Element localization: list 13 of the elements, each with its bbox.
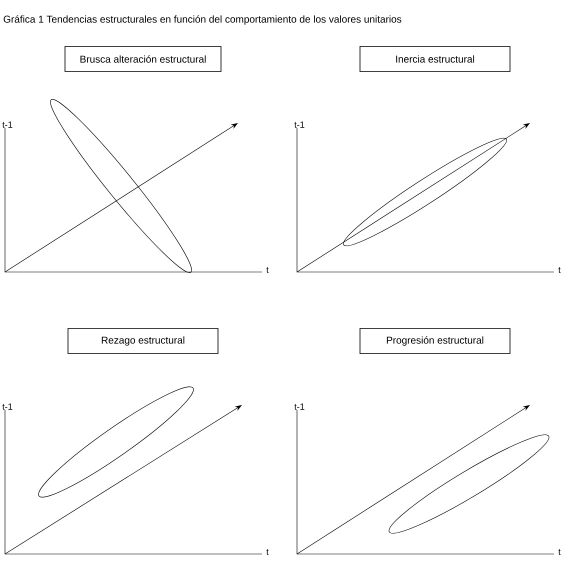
- axis-label: t-1: [2, 404, 12, 410]
- axis-label: t: [558, 549, 561, 555]
- axis-label: t-1: [294, 122, 304, 128]
- title-box: Brusca alteración estructural: [64, 46, 222, 72]
- title: Gráfica 1 Tendencias estructurales en función del comportamiento de los valores unitarios: [4, 15, 402, 25]
- axis-label: t-1: [2, 122, 12, 128]
- axis-label: t: [266, 549, 269, 555]
- axis-label: t: [558, 267, 561, 273]
- axis-label: t: [266, 267, 269, 273]
- axis-label: t-1: [294, 404, 304, 410]
- title-box: Inercia estructural: [360, 46, 510, 72]
- title-box: Rezago estructural: [68, 328, 218, 354]
- title-box: Progresión estructural: [360, 328, 510, 354]
